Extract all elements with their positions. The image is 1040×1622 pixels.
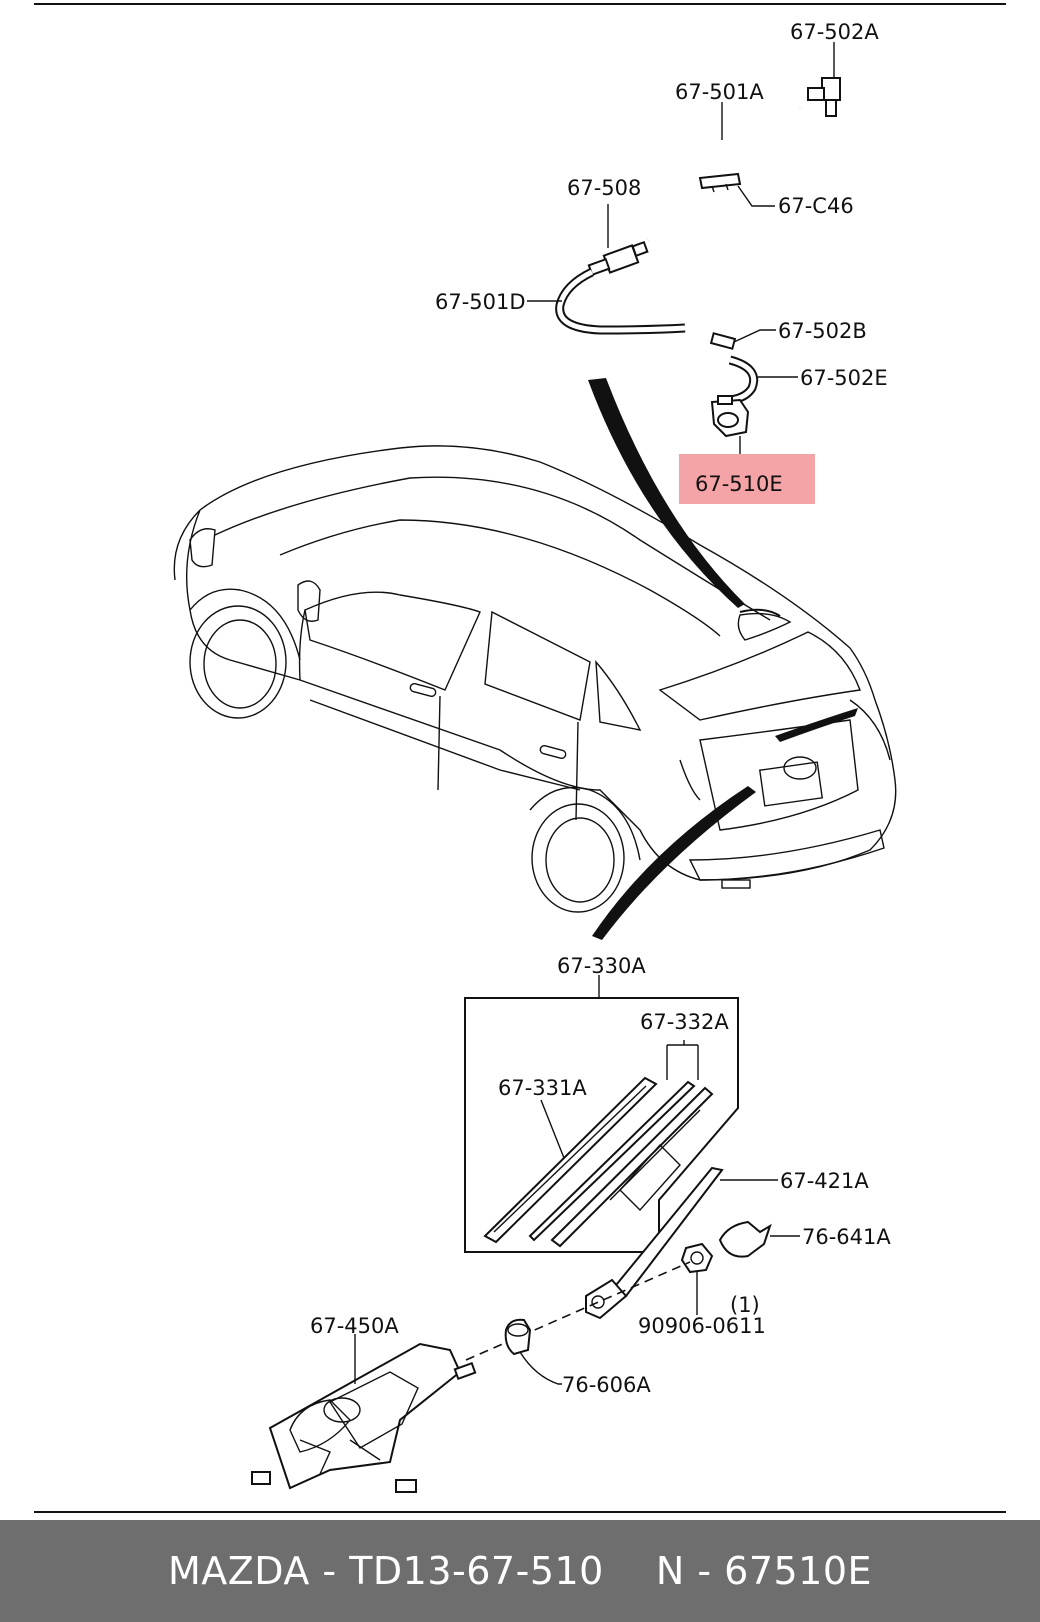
- label-67-510E: 67-510E: [695, 472, 783, 496]
- label-67-502E: 67-502E: [800, 366, 888, 390]
- highlight-67-510E: [679, 454, 815, 504]
- part-67-510E-pump: [710, 395, 750, 438]
- label-67-331A: 67-331A: [498, 1076, 587, 1100]
- label-76-641A: 76-641A: [802, 1225, 891, 1249]
- washer-hose-assembly: [527, 42, 841, 466]
- label-67-508: 67-508: [567, 176, 641, 200]
- part-67-450A-motor: [251, 1334, 477, 1493]
- label-67-330A: 67-330A: [557, 954, 646, 978]
- label-67-421A: 67-421A: [780, 1169, 869, 1193]
- pointer-wedge-top: [588, 378, 745, 608]
- label-67-450A: 67-450A: [310, 1314, 399, 1338]
- car-illustration: [173, 445, 897, 913]
- wiper-arm-group: [465, 1166, 800, 1385]
- pointer-wedge-bottom: [592, 786, 756, 940]
- label-67-501A: 67-501A: [675, 80, 764, 104]
- part-67-508-joint: [587, 240, 649, 277]
- part-67-502B-connector: [709, 332, 737, 350]
- footer-diagram-reference: N - 67510E: [655, 1549, 873, 1593]
- label-90906-0611: 90906-0611: [638, 1314, 766, 1338]
- part-67-C46-clip: [698, 172, 742, 193]
- part-number-footer: MAZDA - TD13-67-510 N - 67510E: [0, 1520, 1040, 1622]
- parts-diagram: 67-502A 67-501A 67-508 67-C46 67-501D 67…: [34, 3, 1006, 1513]
- label-76-606A: 76-606A: [562, 1373, 651, 1397]
- label-67-502A: 67-502A: [790, 20, 879, 44]
- part-67-502A-nozzle: [807, 77, 841, 117]
- label-qty-1: (1): [730, 1293, 760, 1317]
- label-67-C46: 67-C46: [778, 194, 854, 218]
- label-67-501D: 67-501D: [435, 290, 526, 314]
- footer-oem-part-number: MAZDA - TD13-67-510: [167, 1549, 604, 1593]
- wiper-blade-group: [464, 975, 739, 1253]
- label-67-332A: 67-332A: [640, 1010, 729, 1034]
- label-67-502B: 67-502B: [778, 319, 867, 343]
